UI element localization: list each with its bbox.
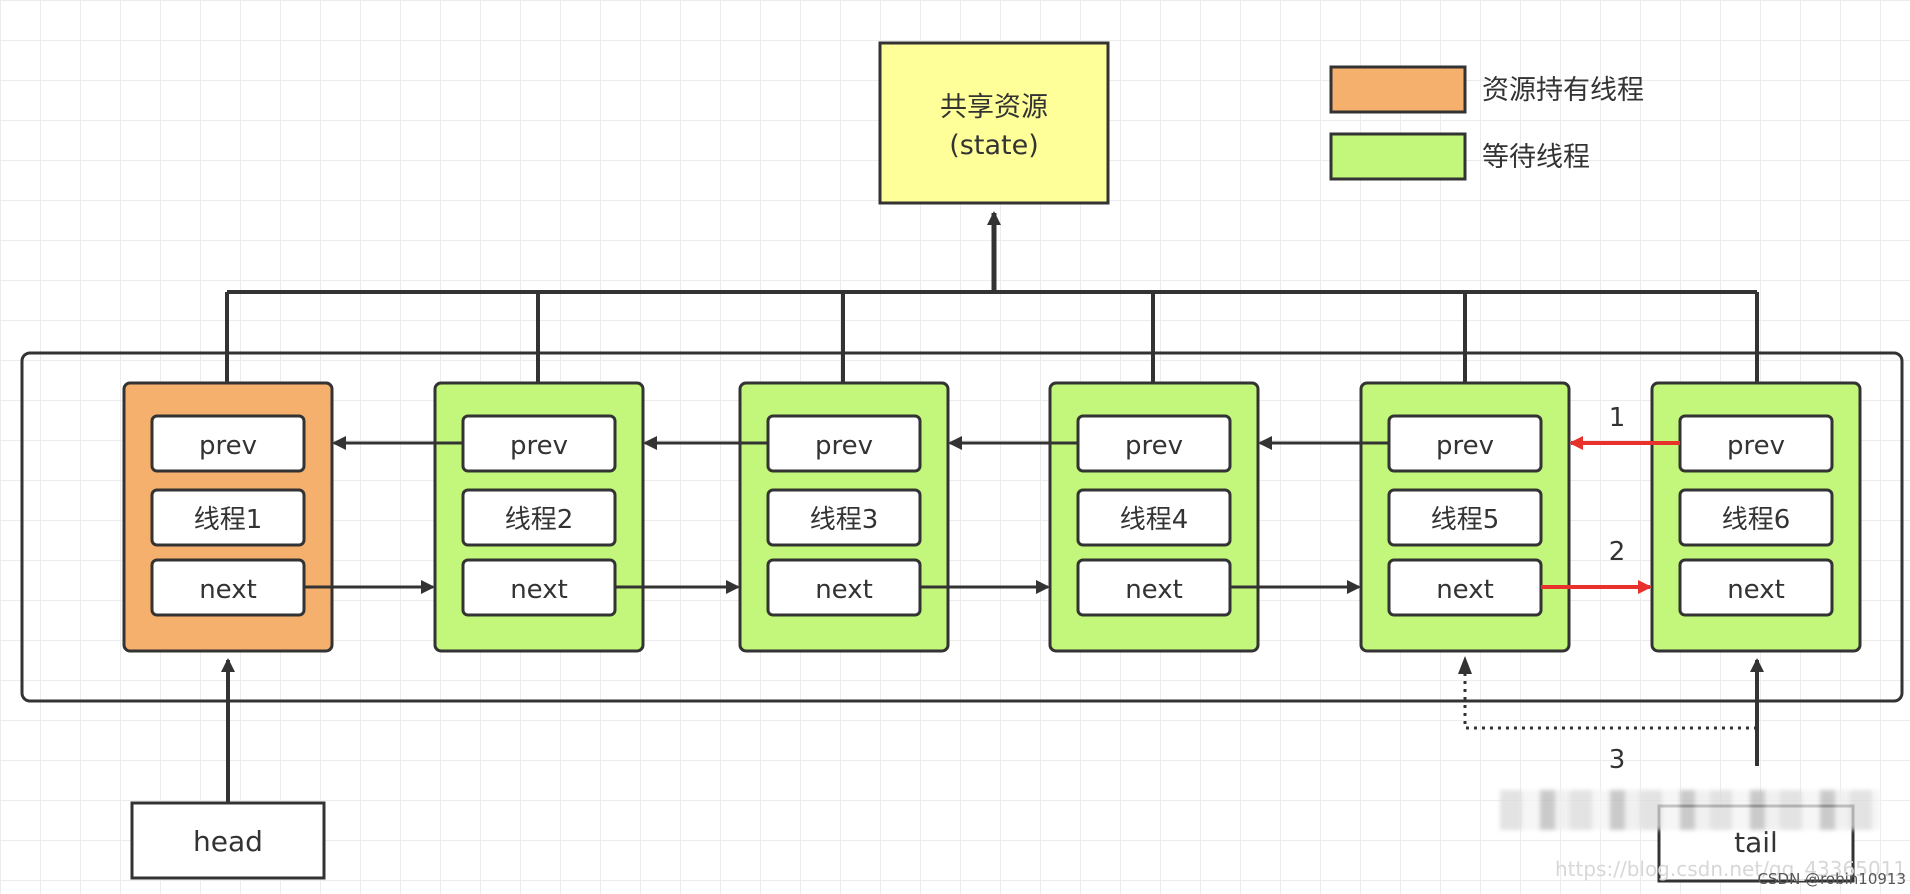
thread-label: 线程2 xyxy=(505,505,574,535)
node-5: prev 线程5 next xyxy=(1359,381,1571,653)
head-box xyxy=(130,801,326,880)
tail-pointer: tail xyxy=(1458,656,1855,883)
node-4: prev 线程4 next xyxy=(1048,381,1260,653)
step-label-3: 3 xyxy=(1609,745,1626,775)
legend: 资源持有线程 等待线程 xyxy=(1329,65,1644,181)
head-label: head xyxy=(193,825,263,858)
step-label-1: 1 xyxy=(1609,403,1626,433)
thread-field xyxy=(1678,488,1834,547)
thread-label: 线程1 xyxy=(194,505,263,535)
prev-label: prev xyxy=(510,431,568,461)
node-6: prev 线程6 next xyxy=(1650,381,1862,653)
watermark-author: CSDN @robin10913 xyxy=(1758,870,1906,888)
tail-old-dotted-link xyxy=(1463,660,1757,730)
next-label: next xyxy=(510,575,568,605)
blurred-watermark-overlay xyxy=(1500,790,1880,830)
tail-old-dotted-arrowhead xyxy=(1458,656,1472,674)
thread-field xyxy=(150,488,306,547)
prev-label: prev xyxy=(815,431,873,461)
thread-label: 线程3 xyxy=(810,505,879,535)
node-3: prev 线程3 next xyxy=(738,381,950,653)
shared-resource: 共享资源 (state) xyxy=(878,41,1110,205)
legend-holder-swatch xyxy=(1329,65,1467,114)
resource-connectors xyxy=(225,211,1759,383)
thread-field xyxy=(461,488,617,547)
shared-resource-state: (state) xyxy=(949,130,1038,161)
thread-label: 线程5 xyxy=(1431,505,1500,535)
shared-resource-box xyxy=(878,41,1110,205)
prev-label: prev xyxy=(1436,431,1494,461)
next-label: next xyxy=(199,575,257,605)
node-1: prev 线程1 next xyxy=(122,381,334,653)
queue-container xyxy=(20,351,1904,703)
prev-label: prev xyxy=(199,431,257,461)
tail-label: tail xyxy=(1734,826,1778,859)
next-field xyxy=(1678,558,1834,617)
next-label: next xyxy=(1727,575,1785,605)
prev-field xyxy=(150,414,306,473)
node-2: prev 线程2 next xyxy=(433,381,645,653)
watermark-url: https://blog.csdn.net/qq_43365011 xyxy=(1555,857,1906,881)
thread-label: 线程6 xyxy=(1722,505,1791,535)
legend-waiting-swatch xyxy=(1329,132,1467,181)
thread-field xyxy=(1387,488,1543,547)
legend-holder-label: 资源持有线程 xyxy=(1482,75,1644,106)
next-label: next xyxy=(815,575,873,605)
prev-label: prev xyxy=(1727,431,1785,461)
thread-label: 线程4 xyxy=(1120,505,1189,535)
shared-resource-title: 共享资源 xyxy=(940,92,1048,123)
legend-waiting-label: 等待线程 xyxy=(1482,142,1590,173)
prev-label: prev xyxy=(1125,431,1183,461)
head-pointer: head xyxy=(130,658,326,880)
thread-field xyxy=(766,488,922,547)
step-label-2: 2 xyxy=(1609,537,1626,567)
next-label: next xyxy=(1125,575,1183,605)
thread-field xyxy=(1076,488,1232,547)
next-label: next xyxy=(1436,575,1494,605)
